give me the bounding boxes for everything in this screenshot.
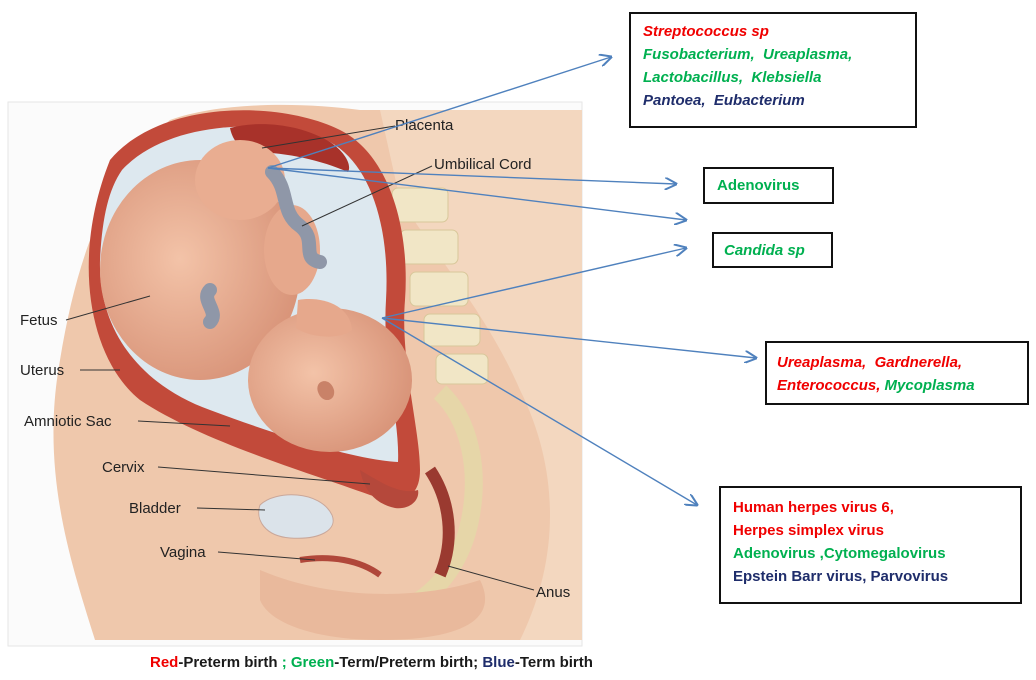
legend-red-word: Red — [150, 654, 178, 671]
amniotic-sac-label: Amniotic Sac — [24, 413, 112, 430]
microbe-box-adenovirus: Adenovirus — [703, 167, 834, 204]
box-line: Ureaplasma, Gardnerella, — [777, 351, 1017, 374]
box-line: Adenovirus ,Cytomegalovirus — [733, 542, 1008, 565]
box-line: Enterococcus, Mycoplasma — [777, 374, 1017, 397]
legend-blue-word: Blue — [482, 654, 515, 671]
box-line: Pantoea, Eubacterium — [643, 89, 903, 112]
legend-sep: ; — [282, 654, 291, 671]
box-line: Lactobacillus, Klebsiella — [643, 66, 903, 89]
placenta-label: Placenta — [395, 117, 454, 134]
cervix-label: Cervix — [102, 459, 145, 476]
box-line: Adenovirus — [717, 174, 820, 197]
box-line: Candida sp — [724, 239, 821, 262]
microbe-box-candida: Candida sp — [712, 232, 833, 268]
legend-red-desc: -Preterm birth — [178, 654, 281, 671]
bladder-label: Bladder — [129, 500, 181, 517]
box-line: Epstein Barr virus, Parvovirus — [733, 565, 1008, 588]
box-line: Streptococcus sp — [643, 20, 903, 43]
anus-label: Anus — [536, 584, 570, 601]
microbe-box-placenta: Streptococcus sp Fusobacterium, Ureaplas… — [629, 12, 917, 128]
legend-green-desc: -Term/Preterm birth; — [334, 654, 482, 671]
fetus-label: Fetus — [20, 312, 58, 329]
uterus-label: Uterus — [20, 362, 64, 379]
microbe-box-ureaplasma: Ureaplasma, Gardnerella, Enterococcus, M… — [765, 341, 1029, 405]
box-line: Fusobacterium, Ureaplasma, — [643, 43, 903, 66]
umbilical-cord-label: Umbilical Cord — [434, 156, 532, 173]
legend-blue-desc: -Term birth — [515, 654, 593, 671]
box-line: Herpes simplex virus — [733, 519, 1008, 542]
color-legend: Red-Preterm birth ; Green-Term/Preterm b… — [150, 654, 593, 671]
microbe-box-viruses: Human herpes virus 6, Herpes simplex vir… — [719, 486, 1022, 604]
vagina-label: Vagina — [160, 544, 206, 561]
legend-green-word: Green — [291, 654, 334, 671]
box-line: Human herpes virus 6, — [733, 496, 1008, 519]
